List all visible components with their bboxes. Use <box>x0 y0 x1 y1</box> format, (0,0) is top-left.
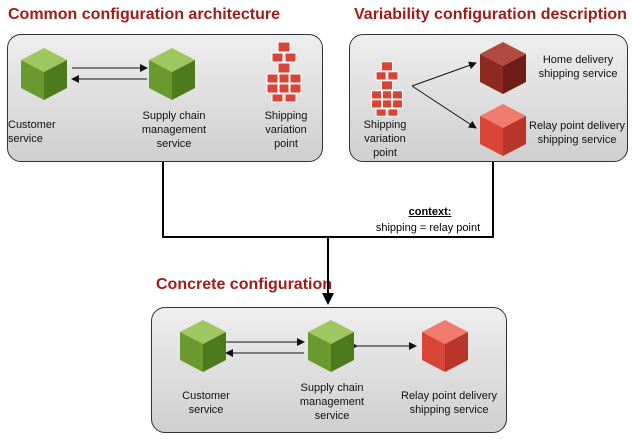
concrete-customer-cube-icon <box>180 320 226 372</box>
supply-chain-cube-icon <box>149 48 195 100</box>
concrete-customer-label: Customer service <box>182 390 230 416</box>
variability-variation-point-icon <box>371 61 403 117</box>
customer-service-label: Customer service <box>8 119 56 145</box>
context-title: context: <box>408 206 452 218</box>
concrete-relay-point-cube-icon <box>422 320 468 372</box>
relay-point-label: Relay point delivery shipping service <box>529 120 625 146</box>
variation-to-home-arrow <box>411 61 477 87</box>
concrete-supply-chain-label: Supply chain management service <box>299 382 365 422</box>
concrete-relay-point-label: Relay point delivery shipping service <box>401 390 497 416</box>
concrete-configuration-heading: Concrete configuration <box>156 276 333 293</box>
home-delivery-cube-icon <box>480 42 526 94</box>
variation-to-relay-arrow <box>411 85 477 129</box>
customer-service-cube-icon <box>21 48 67 100</box>
variability-variation-point-label: Shipping variation point <box>363 119 407 159</box>
relay-point-cube-icon <box>480 104 526 156</box>
variation-point-stack-icon <box>266 41 302 103</box>
supply-chain-label: Supply chain management service <box>141 110 207 150</box>
home-delivery-label: Home delivery shipping service <box>538 54 618 80</box>
variability-configuration-heading: Variability configuration description <box>354 6 627 23</box>
variation-point-label: Shipping variation point <box>264 110 308 150</box>
context-value: shipping = relay point <box>375 222 481 234</box>
concrete-supply-chain-cube-icon <box>308 320 354 372</box>
common-configuration-heading: Common configuration architecture <box>8 6 281 23</box>
